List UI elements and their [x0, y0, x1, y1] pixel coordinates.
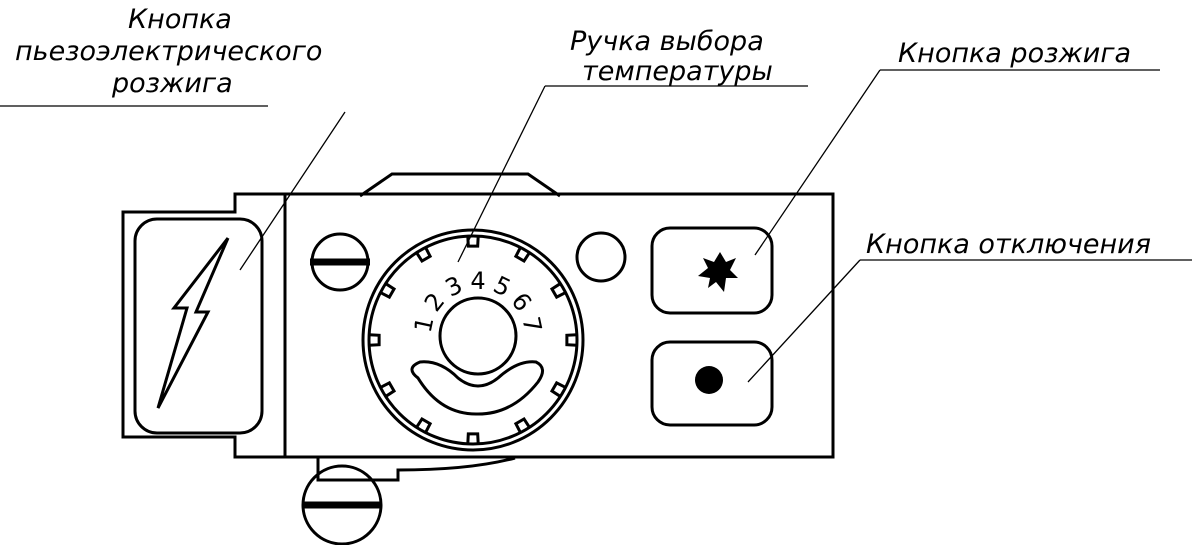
dial-digit: 4	[470, 267, 485, 295]
knob-notch	[379, 380, 397, 398]
dial-digit: 1	[409, 314, 440, 335]
knob-notch	[415, 246, 433, 264]
label-piezo-line1: Кнопка	[128, 4, 232, 35]
label-ignite: Кнопка розжига	[898, 38, 1131, 69]
knob-inner-ring	[367, 234, 579, 446]
spark-icon	[698, 252, 738, 292]
top-bump	[359, 172, 561, 198]
leader-piezo	[239, 111, 346, 271]
label-temp-line2: температуры	[582, 56, 773, 87]
knob-notch	[549, 282, 567, 300]
dial-digit: 3	[441, 271, 467, 303]
knob-notch	[415, 416, 433, 434]
knob-notch	[369, 333, 381, 347]
dot-icon	[695, 366, 723, 394]
dial-digit: 2	[419, 287, 450, 316]
knob-notch	[379, 282, 397, 300]
knob-grip-slot	[410, 360, 544, 416]
knob-notch	[513, 416, 531, 434]
bottom-bracket	[316, 456, 516, 482]
knob-notch	[466, 432, 480, 444]
knob-notch	[549, 380, 567, 398]
lightning-icon	[156, 237, 230, 409]
knob-notch	[466, 236, 480, 248]
label-piezo-line3: розжига	[111, 68, 233, 99]
leader-off	[747, 259, 861, 383]
dial-digit: 5	[489, 271, 515, 303]
knob-notch	[513, 246, 531, 264]
ignite-button[interactable]	[650, 226, 774, 315]
indicator-hole	[575, 231, 627, 283]
knob-outer-ring	[361, 228, 585, 452]
label-piezo-line2: пьезоэлектрического	[15, 36, 322, 67]
piezo-housing	[121, 192, 285, 459]
dial-digit: 6	[506, 287, 537, 316]
label-temp-line1: Ручка выбора	[570, 26, 764, 57]
knob-notches	[369, 236, 577, 444]
valve-body	[283, 192, 835, 459]
label-off: Кнопка отключения	[866, 229, 1151, 260]
off-button[interactable]	[650, 340, 774, 427]
knob-notch	[565, 333, 577, 347]
leader-ignite	[754, 69, 881, 256]
piezo-button[interactable]	[133, 217, 264, 435]
dial-digit: 7	[517, 314, 548, 335]
knob-center	[438, 296, 518, 376]
